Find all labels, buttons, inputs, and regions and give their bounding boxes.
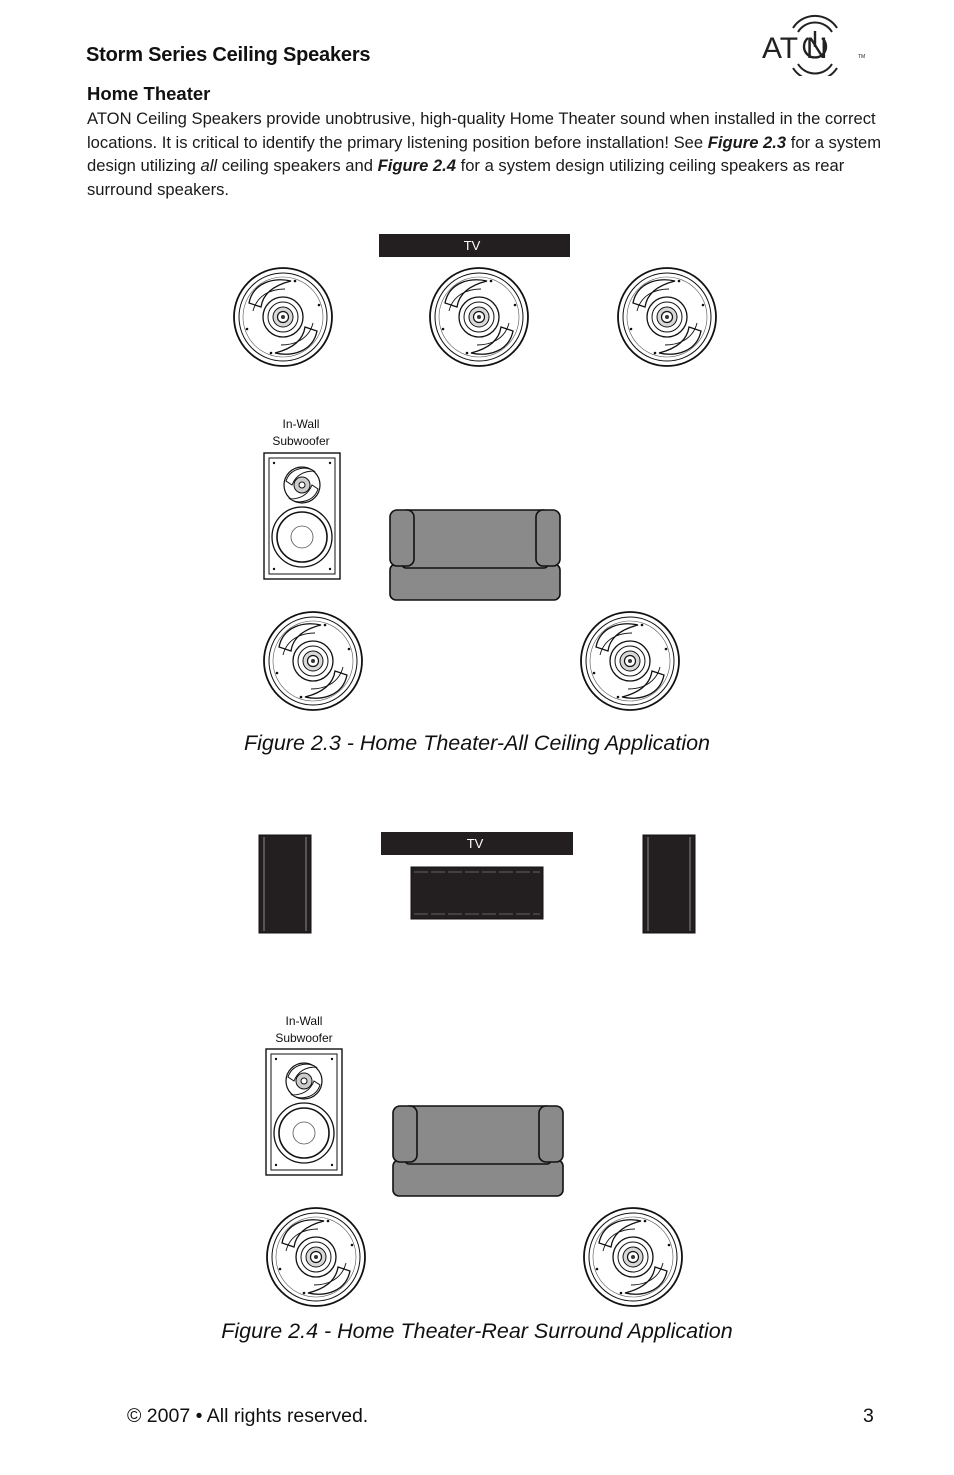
sofa: [389, 509, 561, 601]
front-right-ceiling-speaker: [617, 267, 717, 367]
logo-power-o: [802, 31, 828, 59]
intro-text-4: for a system design utilizing ceiling sp…: [87, 156, 845, 199]
figure-2-3-diagram: TV: [233, 234, 717, 711]
figure-2-3-reference: Figure 2.3: [707, 132, 787, 152]
intro-emphasis-all: all: [200, 156, 218, 175]
subwoofer-label: In-Wall Subwoofer: [249, 1013, 359, 1046]
subwoofer-label-line1: In-Wall: [282, 417, 320, 431]
figure-2-4-reference: Figure 2.4: [377, 156, 456, 175]
tv-bar: [379, 234, 570, 257]
figure-2-4-diagram: TV: [258, 832, 696, 1307]
subwoofer-label: In-Wall Subwoofer: [246, 416, 356, 449]
footer-copyright: © 2007 • All rights reserved.: [127, 1405, 369, 1427]
in-wall-subwoofer: [265, 1048, 343, 1176]
tv-bar: [381, 832, 573, 855]
intro-text-1: ATON Ceiling Speakers provide unobtrusiv…: [87, 109, 876, 152]
intro-paragraph: ATON Ceiling Speakers provide unobtrusiv…: [87, 107, 887, 201]
sofa: [392, 1105, 564, 1197]
front-right-tower-speaker: [642, 834, 696, 934]
rear-right-ceiling-speaker: [580, 611, 680, 711]
section-heading: Home Theater: [87, 83, 211, 104]
subwoofer-label-line2: Subwoofer: [272, 433, 330, 448]
subwoofer-label-line2: Subwoofer: [275, 1030, 333, 1045]
page-number: 3: [863, 1405, 874, 1427]
rear-right-ceiling-speaker: [583, 1207, 683, 1307]
subwoofer-label-line1: In-Wall: [285, 1014, 323, 1028]
in-wall-subwoofer: [263, 452, 341, 580]
intro-text-2: for a system design utilizing: [87, 132, 882, 176]
tv-label: TV: [467, 836, 484, 851]
logo-signal-arcs: [792, 14, 838, 76]
intro-text-3: ceiling speakers and: [217, 156, 378, 175]
tv-label: TV: [464, 238, 481, 253]
rear-left-ceiling-speaker: [263, 611, 363, 711]
center-channel-speaker: [410, 866, 544, 920]
front-left-tower-speaker: [258, 834, 312, 934]
figure-2-3-caption: Figure 2.3 - Home Theater-All Ceiling Ap…: [243, 731, 711, 755]
figure-2-4-caption: Figure 2.4 - Home Theater-Rear Surround …: [221, 1319, 733, 1343]
logo-tm: TM: [858, 54, 865, 60]
aton-logo: AT N TM: [762, 14, 865, 76]
series-title: Storm Series Ceiling Speakers: [86, 44, 371, 66]
rear-left-ceiling-speaker: [266, 1207, 366, 1307]
logo-wordmark: AT N: [762, 32, 828, 65]
center-ceiling-speaker: [429, 267, 529, 367]
front-left-ceiling-speaker: [233, 267, 333, 367]
